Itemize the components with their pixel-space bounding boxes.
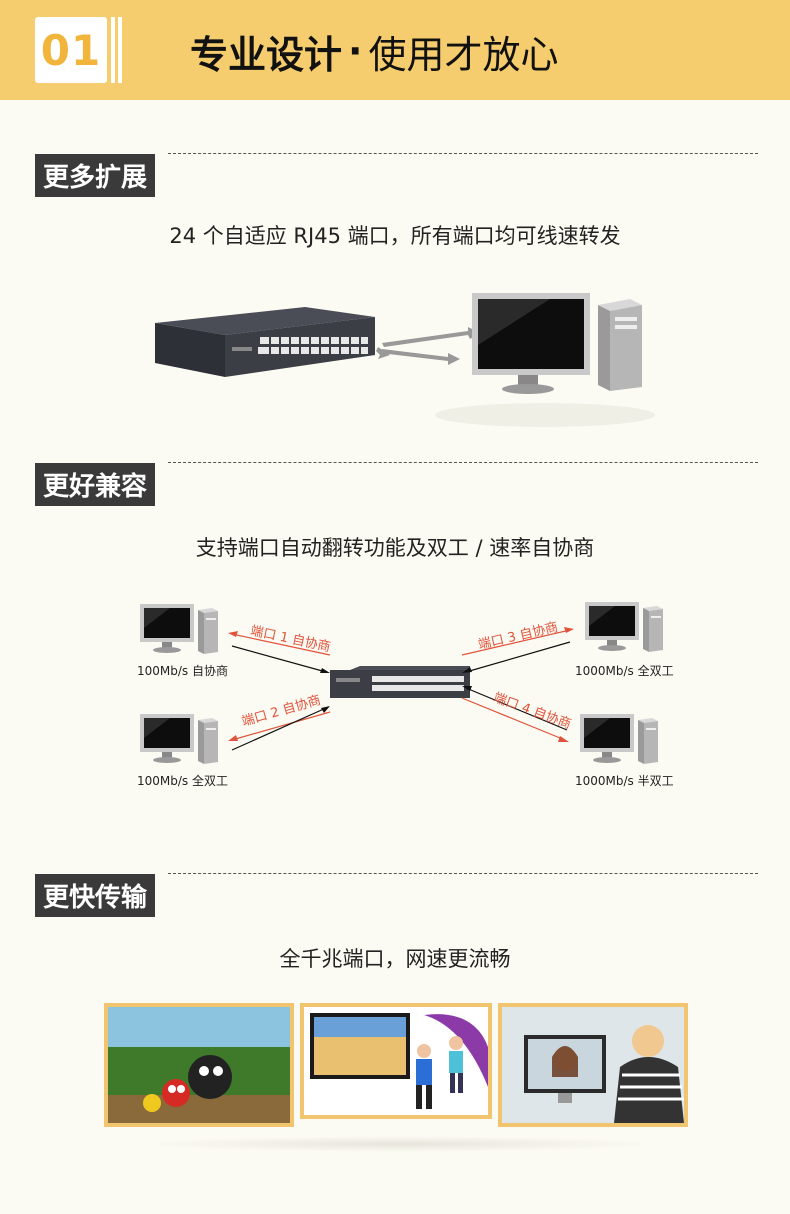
header-title-rest: 使用才放心	[368, 32, 559, 77]
network-switch-icon	[330, 666, 470, 698]
computer-icon	[580, 714, 658, 764]
section-description-compatibility: 支持端口自动翻转功能及双工 / 速率自协商	[195, 536, 595, 560]
video-call-photo	[498, 1003, 688, 1127]
header-title: 专业设计 · 使用才放心	[190, 24, 558, 78]
section-label-compatibility: 更好兼容	[35, 463, 156, 506]
section-number: 01	[40, 25, 102, 75]
header-title-dot: ·	[348, 29, 363, 73]
computer-icon	[140, 604, 218, 654]
motion-game-photo	[300, 1003, 492, 1119]
desktop-monitor-icon	[472, 293, 590, 394]
section-divider	[168, 873, 758, 874]
badge-stripe	[118, 17, 122, 83]
photo-shadow	[140, 1136, 660, 1152]
autonegotiation-diagram	[140, 602, 663, 764]
port-arrow-red	[231, 629, 571, 741]
pc-label-2: 100Mb/s 全双工	[137, 774, 228, 788]
header-title-bold: 专业设计	[190, 32, 343, 77]
section-number-badge: 01	[35, 17, 107, 83]
bidirectional-arrow-icon	[376, 327, 480, 365]
port-arrow-black	[231, 641, 571, 751]
section-description-speed: 全千兆端口，网速更流畅	[279, 947, 511, 971]
desktop-tower-icon	[598, 299, 642, 391]
badge-stripe	[111, 17, 115, 83]
section-divider	[168, 153, 758, 154]
section-label-expansion: 更多扩展	[35, 154, 156, 197]
switch-to-pc-illustration	[155, 293, 655, 427]
computer-icon	[140, 714, 218, 764]
section-divider	[168, 462, 758, 463]
movie-photo	[104, 1003, 294, 1127]
pc-label-4: 1000Mb/s 半双工	[575, 774, 674, 788]
pc-label-1: 100Mb/s 自协商	[137, 664, 228, 678]
pc-label-3: 1000Mb/s 全双工	[575, 664, 674, 678]
header-banner: 01 专业设计 · 使用才放心	[0, 0, 790, 100]
computer-icon	[585, 602, 663, 652]
section-description-expansion: 24 个自适应 RJ45 端口，所有端口均可线速转发	[169, 224, 621, 248]
section-label-speed: 更快传输	[35, 874, 156, 917]
network-switch-icon	[155, 307, 375, 377]
